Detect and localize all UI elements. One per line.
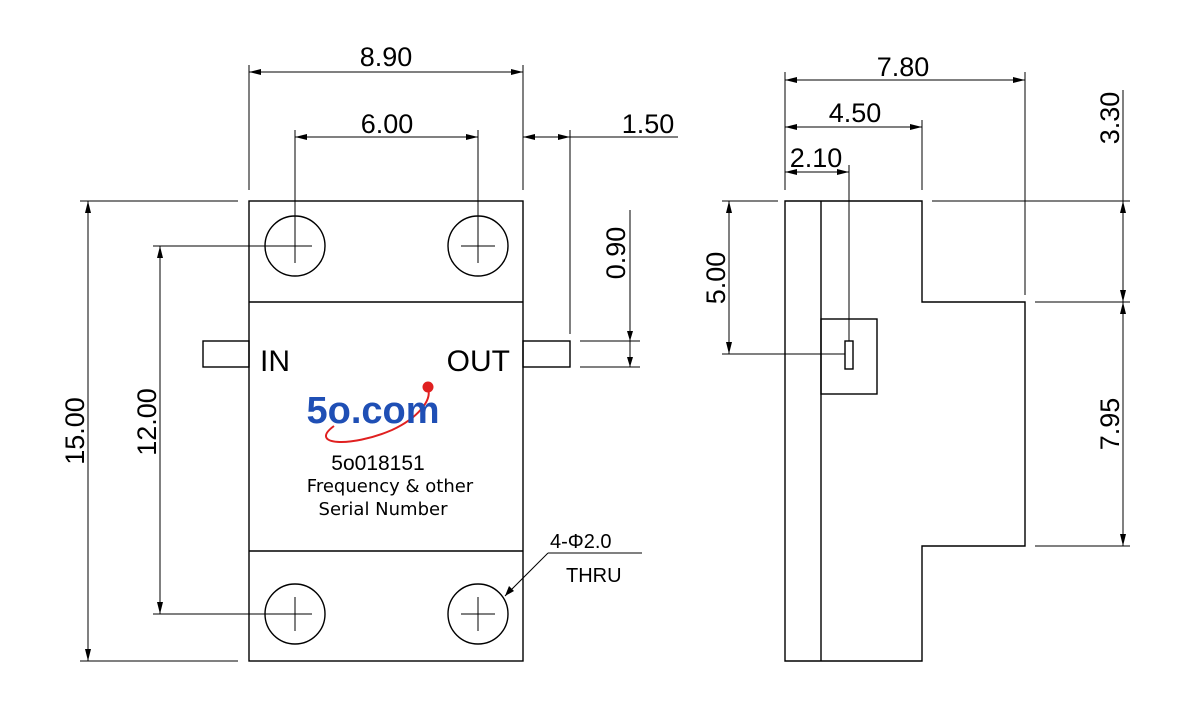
dim-hole-spacing-v: 12.00 [132, 245, 295, 615]
part-number: 5o018151 [331, 452, 424, 475]
dim-tab-length: 1.50 [523, 109, 678, 334]
dim-tab-width-text: 0.90 [601, 227, 631, 280]
side-view: 7.80 4.50 2.10 5.00 [701, 52, 1130, 662]
dim-tab-width: 0.90 [580, 210, 640, 368]
logo-text: 5o.com [306, 390, 439, 432]
out-port-tab [522, 340, 571, 368]
out-port-label: OUT [447, 345, 510, 378]
logo-dot [422, 381, 434, 393]
dim-side-tab: 2.10 [785, 143, 850, 341]
front-view: IN OUT 5o.com 5o018151 Frequency & other… [60, 42, 678, 662]
dim-hole-spacing-h: 6.00 [294, 109, 479, 246]
in-port-tab [202, 340, 250, 368]
dim-tab-length-text: 1.50 [622, 109, 675, 139]
in-port-label: IN [260, 345, 290, 378]
dim-width-total: 8.90 [248, 42, 524, 190]
dim-side-depth-text: 7.80 [877, 52, 930, 82]
dim-height-total-text: 15.00 [60, 397, 90, 465]
logo-swoosh [325, 388, 430, 443]
dim-hole-spacing-v-text: 12.00 [132, 388, 162, 456]
dim-side-top: 3.30 [932, 90, 1130, 303]
dim-side-step-text: 4.50 [829, 98, 882, 128]
side-pin [844, 340, 854, 370]
dim-side-top-text: 3.30 [1095, 92, 1125, 145]
dim-height-total: 15.00 [60, 200, 238, 662]
dim-side-tab-text: 2.10 [790, 143, 843, 173]
body-outline [248, 200, 524, 662]
label-line-1: Frequency & other [307, 476, 474, 497]
dim-side-lower: 7.95 [1035, 302, 1130, 547]
dim-width-total-text: 8.90 [360, 42, 413, 72]
dim-side-tab-height-text: 5.00 [701, 252, 731, 305]
side-profile [784, 200, 1026, 662]
hole-thru: THRU [566, 565, 622, 587]
hole-spec: 4-Φ2.0 [550, 531, 612, 553]
brand-logo: 5o.com [306, 381, 440, 443]
label-line-2: Serial Number [319, 499, 449, 520]
dim-side-step: 4.50 [785, 98, 923, 190]
dim-side-tab-height: 5.00 [701, 200, 845, 355]
dim-side-depth: 7.80 [784, 52, 1026, 295]
dim-hole-spacing-h-text: 6.00 [361, 109, 414, 139]
hole-callout: 4-Φ2.0 THRU [504, 531, 642, 597]
dim-side-lower-text: 7.95 [1095, 398, 1125, 451]
mounting-hole-bottom-right [447, 583, 509, 645]
